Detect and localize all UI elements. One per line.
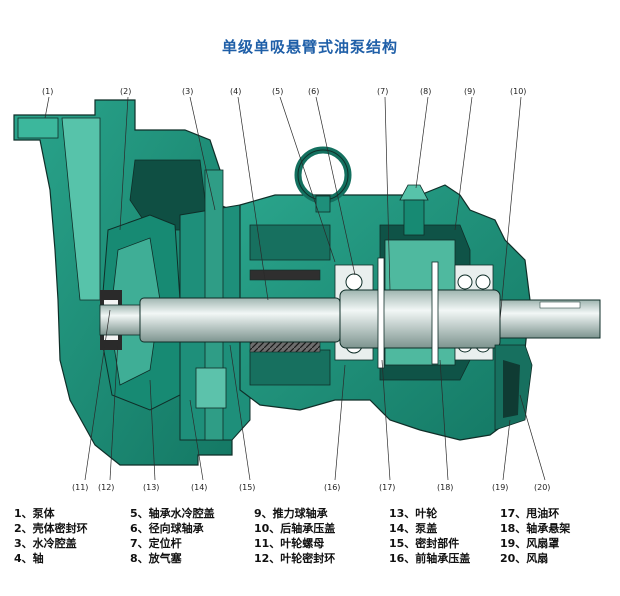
- callout-12: (12): [98, 483, 114, 492]
- callout-16: (16): [324, 483, 340, 492]
- legend-item: 5、轴承水冷腔盖: [130, 507, 215, 520]
- callout-10: (10): [510, 87, 526, 96]
- legend-item: 17、甩油环: [500, 507, 560, 520]
- seal-packing-upper: [249, 269, 321, 281]
- legend-item: 3、水冷腔盖: [14, 537, 77, 550]
- leader-lines: [44, 96, 546, 481]
- callout-1: (1): [42, 87, 53, 96]
- callout-9: (9): [464, 87, 475, 96]
- legend-item: 19、风扇罩: [500, 537, 560, 550]
- legend-item: 9、推力球轴承: [254, 507, 328, 520]
- callout-14: (14): [191, 483, 207, 492]
- legend-item: 11、叶轮螺母: [254, 537, 325, 550]
- legend-item: 14、泵盖: [389, 522, 438, 535]
- oil-slinger: [377, 257, 439, 369]
- legend-item: 2、壳体密封环: [14, 522, 88, 535]
- legend-item: 10、后轴承压盖: [254, 522, 336, 535]
- legend-item: 4、轴: [14, 552, 44, 565]
- callout-5: (5): [272, 87, 283, 96]
- legend-item: 7、定位杆: [130, 537, 182, 550]
- callout-15: (15): [239, 483, 255, 492]
- callout-8: (8): [420, 87, 431, 96]
- legend-item: 18、轴承悬架: [500, 522, 571, 535]
- legend-item: 1、泵体: [14, 507, 55, 520]
- callout-3: (3): [182, 87, 193, 96]
- callout-20: (20): [534, 483, 550, 492]
- callout-2: (2): [120, 87, 131, 96]
- legend-item: 13、叶轮: [389, 507, 438, 520]
- callout-7: (7): [377, 87, 388, 96]
- callout-4: (4): [230, 87, 241, 96]
- diagram-title: 单级单吸悬臂式油泵结构: [221, 38, 398, 56]
- air-bleed-plug: [399, 184, 429, 236]
- fan: [503, 360, 520, 418]
- callout-11: (11): [72, 483, 88, 492]
- callout-18: (18): [437, 483, 453, 492]
- callout-13: (13): [143, 483, 159, 492]
- legend-item: 16、前轴承压盖: [389, 552, 471, 565]
- legend-item: 12、叶轮密封环: [254, 552, 336, 565]
- callout-6: (6): [308, 87, 319, 96]
- legend-item: 6、径向球轴承: [130, 522, 204, 535]
- legend-item: 20、风扇: [500, 552, 549, 565]
- callout-17: (17): [379, 483, 395, 492]
- callout-19: (19): [492, 483, 508, 492]
- legend-item: 15、密封部件: [389, 537, 460, 550]
- pump-cross-section: (1) (2) (3) (4) (5) (6) (7) (8) (9) (10)…: [13, 87, 601, 492]
- legend-item: 8、放气塞: [130, 552, 182, 565]
